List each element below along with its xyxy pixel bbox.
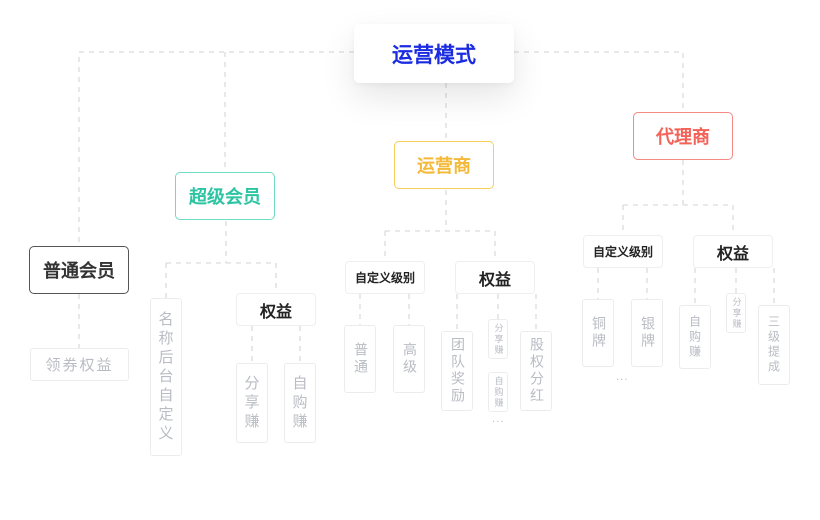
category-label: 普通会员: [43, 261, 115, 282]
category-node-super-member[interactable]: 超级会员: [175, 172, 275, 220]
leaf-node-custom-name[interactable]: 名称后台自定义: [150, 298, 182, 456]
sub-node-operator-custom-level[interactable]: 自定义级别: [345, 261, 425, 294]
leaf-node-level-silver[interactable]: 银牌: [631, 299, 663, 367]
leaf-node-level-bronze[interactable]: 铜牌: [582, 299, 614, 367]
category-label: 代理商: [656, 127, 710, 148]
leaf-label: 分享赚: [492, 322, 503, 356]
connector-operator-rights-children: [456, 294, 537, 331]
leaf-label: 自购赚: [492, 375, 503, 409]
leaf-label: 自购赚: [290, 374, 309, 432]
sub-node-super-rights[interactable]: 权益: [236, 293, 316, 326]
leaf-node-equity-dividend[interactable]: 股权分红: [520, 331, 552, 411]
leaf-node-share-earn[interactable]: 分享赚: [726, 293, 746, 333]
leaf-label: 团队奖励: [449, 337, 465, 405]
root-node-operation-mode[interactable]: 运营模式: [354, 24, 514, 83]
root-node-label: 运营模式: [392, 42, 476, 67]
leaf-label: 分享赚: [242, 374, 261, 432]
leaf-label: 分享赚: [730, 296, 741, 330]
leaf-label: 铜牌: [590, 316, 606, 350]
sub-node-agent-rights[interactable]: 权益: [693, 235, 773, 268]
leaf-node-three-level-commission[interactable]: 三级提成: [758, 305, 790, 385]
connector-operator-level-children: [359, 294, 410, 325]
sub-node-agent-custom-level[interactable]: 自定义级别: [583, 235, 663, 268]
sub-label: 自定义级别: [354, 271, 415, 285]
connector-agent-level-children: [597, 268, 648, 299]
sub-label: 权益: [259, 301, 292, 321]
leaf-label: 普通: [352, 342, 368, 376]
category-label: 超级会员: [189, 187, 261, 208]
leaf-label: 名称后台自定义: [156, 310, 175, 444]
leaf-node-self-purchase-earn[interactable]: 自购赚: [679, 305, 711, 369]
connector-agent-rights-children: [694, 268, 775, 305]
leaf-node-self-purchase-earn[interactable]: 自购赚: [284, 363, 316, 443]
connector-agent-branch: [622, 204, 734, 235]
leaf-label: 领券权益: [45, 356, 114, 374]
leaf-label: 股权分红: [528, 337, 544, 405]
more-ellipsis: ...: [616, 372, 629, 383]
leaf-label: 自购赚: [687, 314, 702, 360]
category-node-regular-member[interactable]: 普通会员: [29, 246, 129, 294]
leaf-node-level-advanced[interactable]: 高级: [393, 325, 425, 393]
category-label: 运营商: [417, 156, 471, 177]
leaf-node-share-earn[interactable]: 分享赚: [488, 319, 508, 359]
leaf-node-level-normal[interactable]: 普通: [344, 325, 376, 393]
leaf-label: 三级提成: [766, 315, 781, 375]
leaf-node-coupon-rights[interactable]: 领券权益: [30, 348, 129, 381]
leaf-node-share-earn[interactable]: 分享赚: [236, 363, 268, 443]
connector-root-top-left: [78, 51, 354, 246]
leaf-node-team-reward[interactable]: 团队奖励: [441, 331, 473, 411]
connector-root-top-right: [514, 51, 684, 112]
connector-operator-branch: [384, 230, 496, 261]
sub-node-operator-rights[interactable]: 权益: [455, 261, 535, 294]
sub-label: 自定义级别: [592, 245, 653, 259]
leaf-label: 高级: [401, 342, 417, 376]
sub-label: 权益: [478, 269, 511, 289]
connector-super-rights-children: [251, 326, 301, 363]
category-node-operator[interactable]: 运营商: [394, 141, 494, 189]
sub-label: 权益: [716, 243, 749, 263]
leaf-label: 银牌: [639, 316, 655, 350]
leaf-node-self-purchase-earn[interactable]: 自购赚: [488, 372, 508, 412]
more-ellipsis: ...: [492, 414, 505, 425]
connector-super-branch: [165, 262, 277, 298]
category-node-agent[interactable]: 代理商: [633, 112, 733, 160]
